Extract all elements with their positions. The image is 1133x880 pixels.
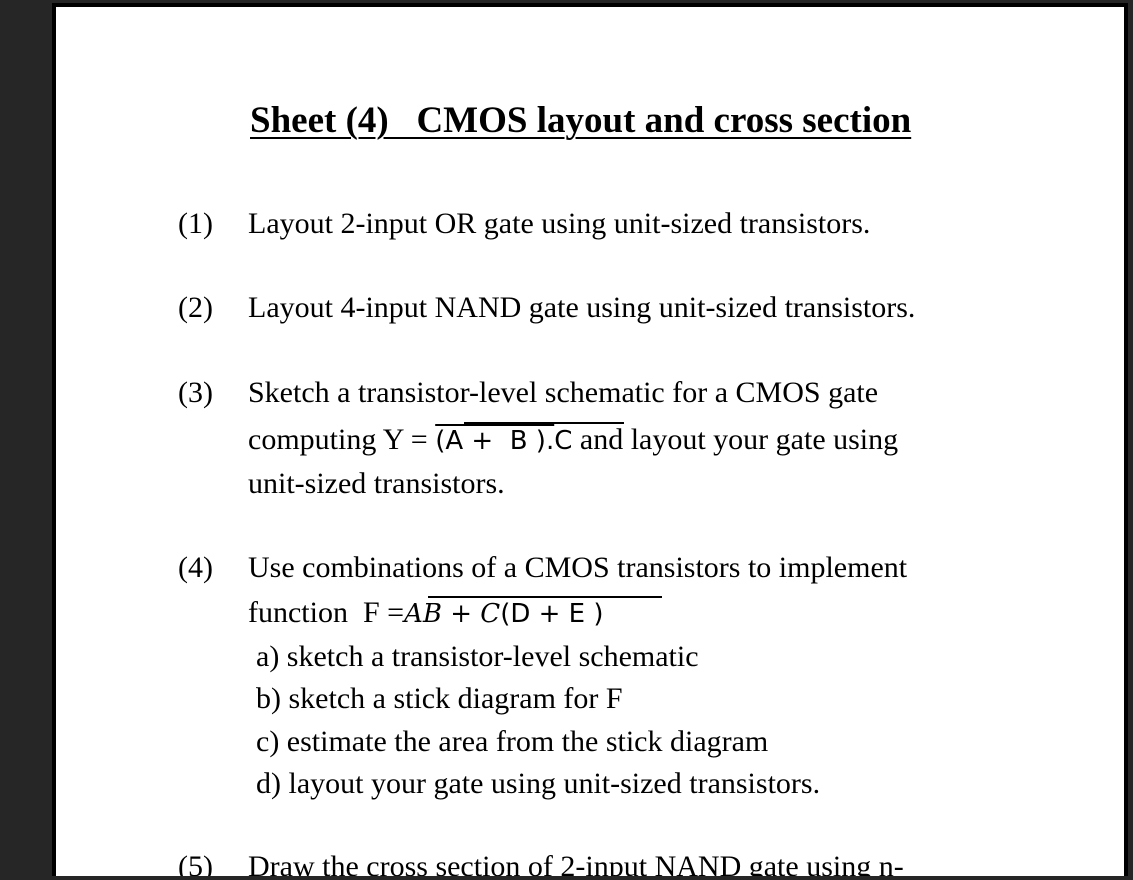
question-3-number: (3) [178, 376, 213, 409]
question-5-text: Draw the cross section of 2-input NAND g… [248, 850, 904, 876]
question-4-part-d: d) layout your gate using unit-sized tra… [256, 767, 821, 800]
question-3-expression-tail: C [554, 426, 573, 456]
question-4-number: (4) [178, 551, 213, 584]
question-4-overline [428, 596, 662, 598]
question-4-line-2: function F =AB + C(D + E ) [248, 596, 604, 630]
question-4-expression: (D + E ) [500, 599, 604, 629]
question-1-number: (1) [178, 207, 213, 240]
question-4-line-2-lead: function F = [248, 596, 405, 629]
question-1-text: Layout 2-input OR gate using unit-sized … [248, 207, 871, 240]
page-title: Sheet (4) CMOS layout and cross section [250, 100, 912, 141]
question-3-expression: (A + B ). [435, 426, 555, 456]
question-5-number: (5) [178, 850, 213, 876]
question-3-line-3: unit-sized transistors. [248, 467, 505, 500]
question-2-text: Layout 4-input NAND gate using unit-size… [248, 291, 916, 324]
question-4-part-a: a) sketch a transistor-level schematic [256, 640, 699, 673]
question-4-part-c: c) estimate the area from the stick diag… [256, 725, 769, 758]
question-3-line-1: Sketch a transistor-level schematic for … [248, 376, 879, 409]
question-3-line-2-trail: and layout your gate using [572, 423, 899, 456]
document-page: Sheet (4) CMOS layout and cross section … [52, 3, 1128, 876]
question-4-part-b: b) sketch a stick diagram for F [256, 682, 623, 715]
question-3-line-2-lead: computing Y = [248, 423, 436, 456]
question-2-number: (2) [178, 291, 213, 324]
question-4-line-1: Use combinations of a CMOS transistors t… [248, 551, 908, 584]
question-3-line-2: computing Y = (A + B ).C and layout your… [248, 423, 898, 457]
question-4-expression-italic: AB + C [404, 599, 501, 629]
question-3-overline [464, 422, 624, 424]
